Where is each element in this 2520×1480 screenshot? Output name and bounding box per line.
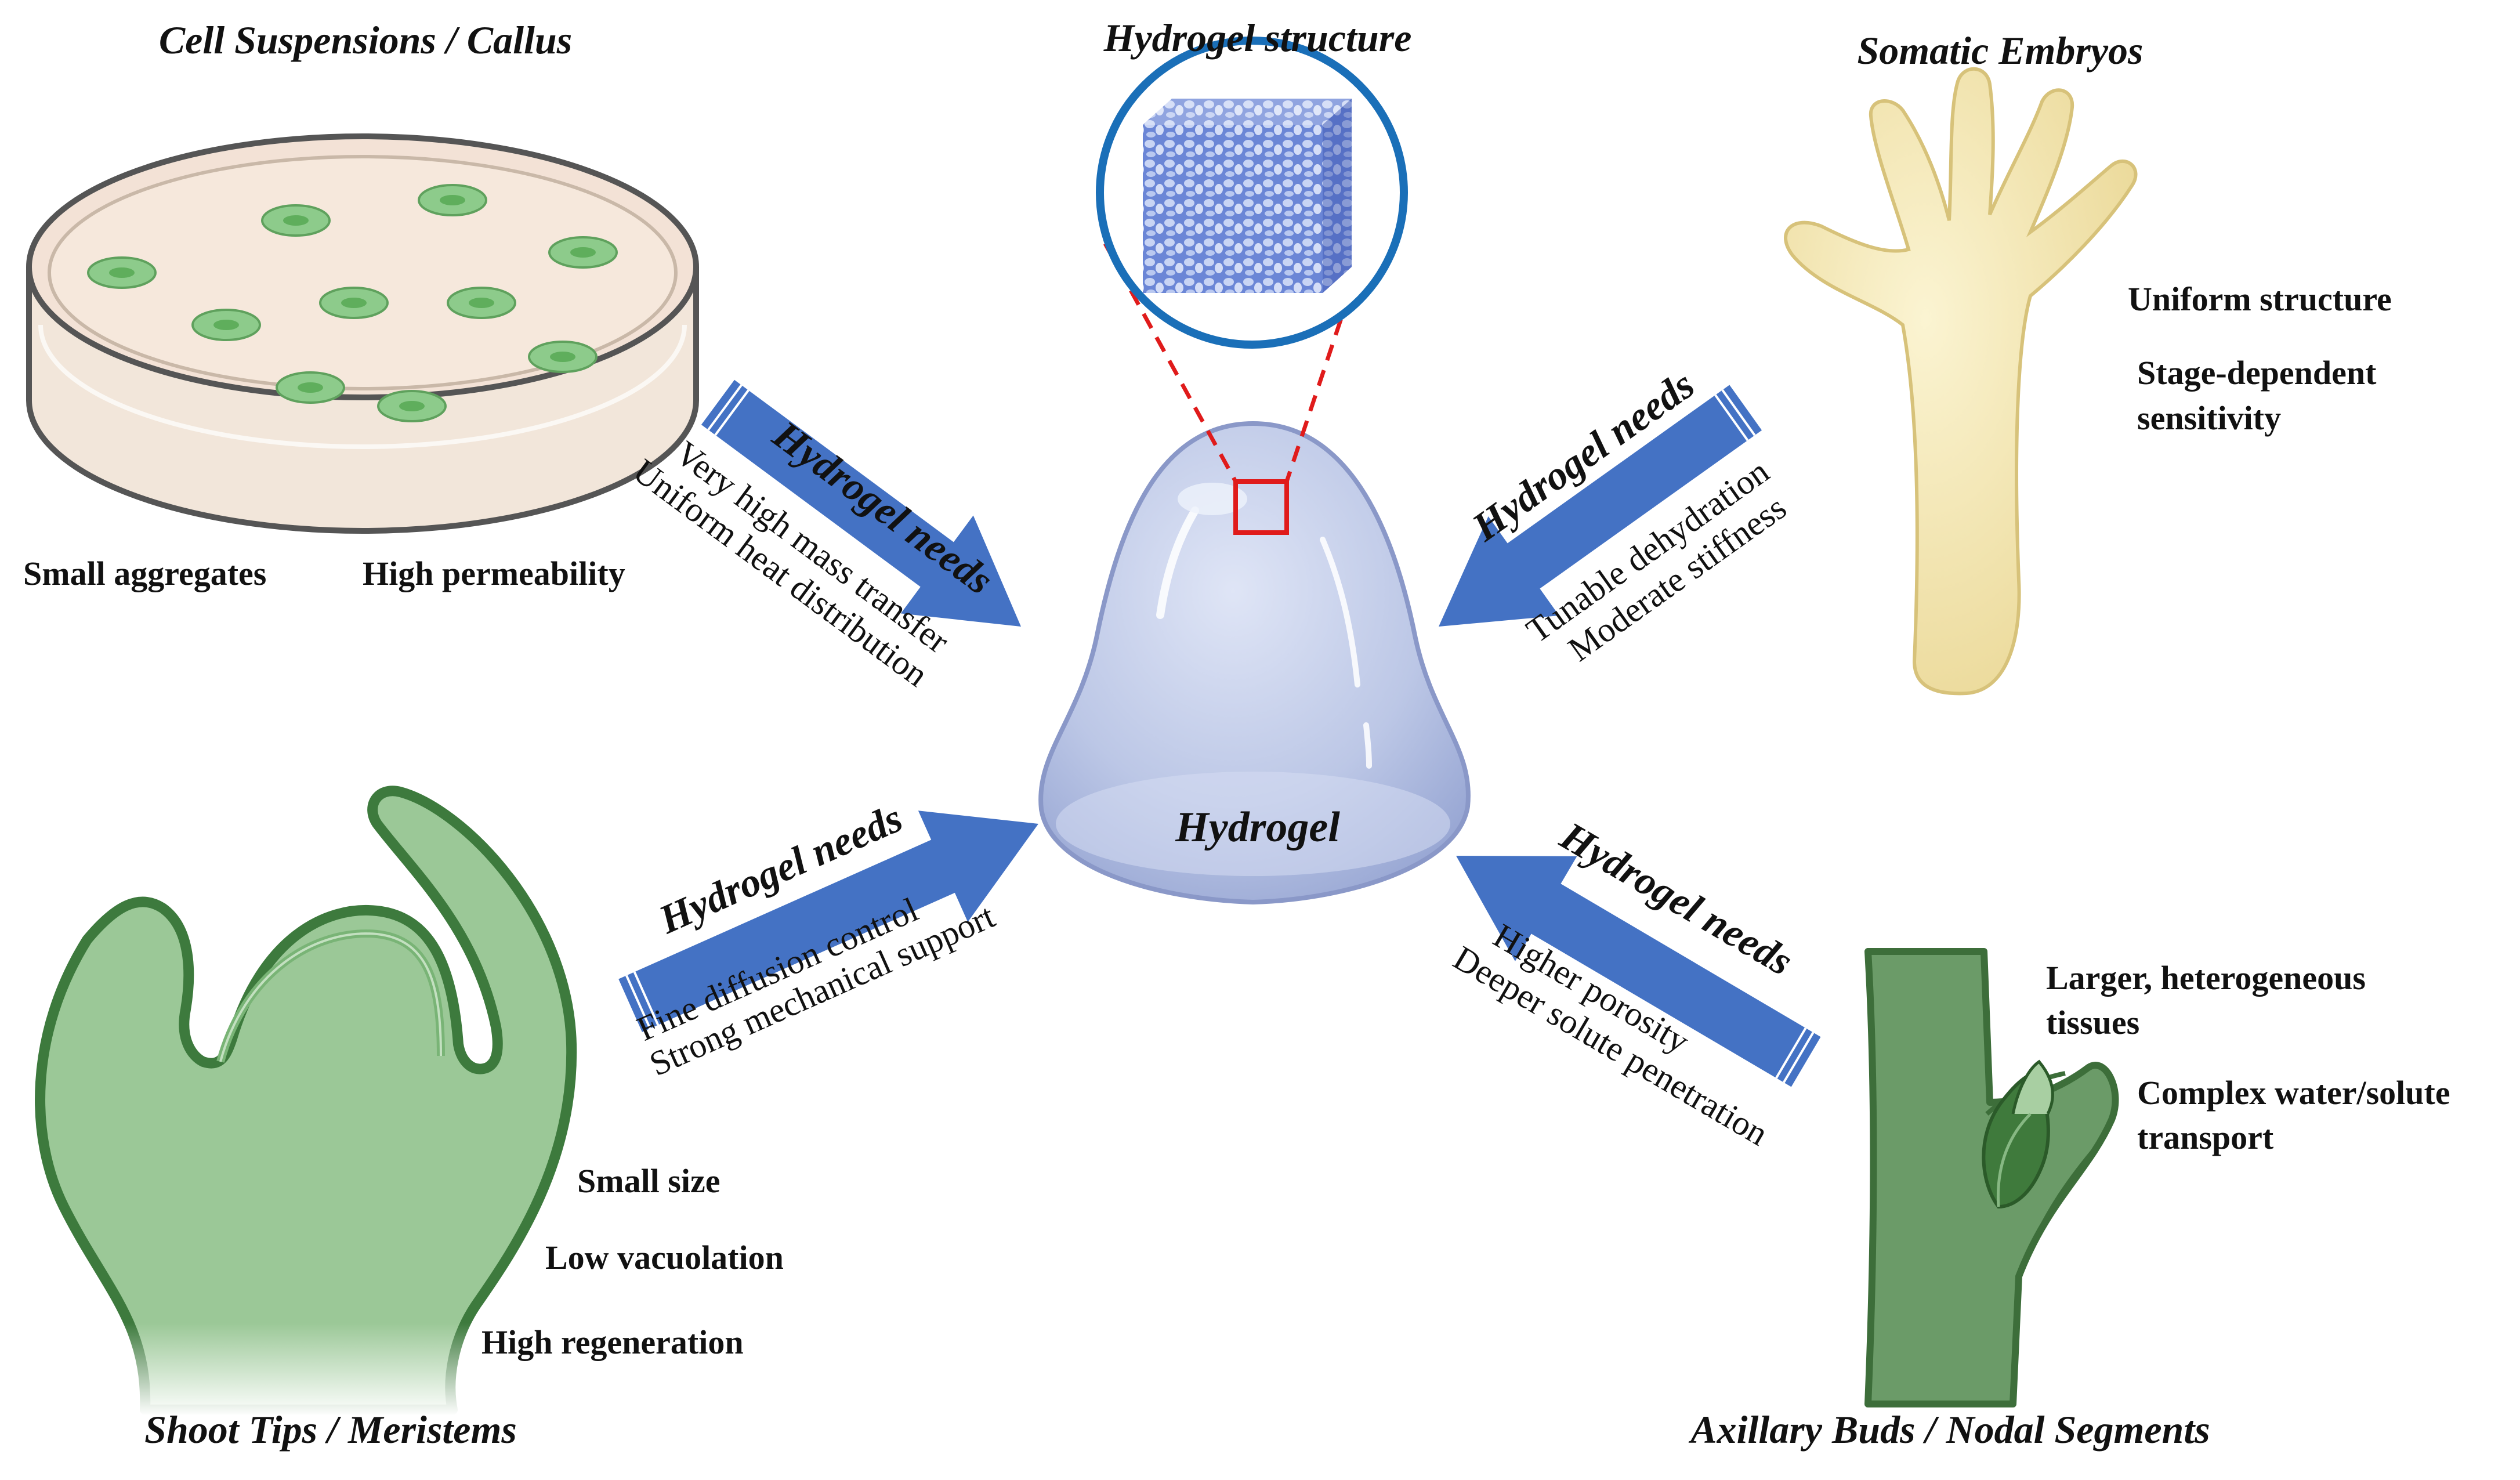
title-cell-suspensions: Cell Suspensions / Callus	[159, 18, 572, 62]
hydrogel-blob	[1038, 421, 1471, 905]
feature-small-aggregates: Small aggregates	[23, 555, 266, 592]
feature-larger-heterogeneous: Larger, heterogeneous	[2046, 959, 2366, 997]
feature-sensitivity: sensitivity	[2137, 399, 2281, 437]
somatic-embryo-illustration	[1784, 67, 2138, 696]
arrow-shoot-tips	[618, 810, 1038, 1032]
title-hydrogel-structure: Hydrogel structure	[1103, 16, 1412, 60]
axillary-bud-illustration	[1864, 948, 2119, 1407]
zoom-box	[1233, 479, 1289, 535]
arrow-somatic-embryos	[1439, 385, 1762, 627]
arrows	[618, 379, 1821, 1087]
feature-transport: transport	[2137, 1119, 2274, 1156]
zoom-connector-left	[1103, 243, 1238, 483]
feature-high-regeneration: High regeneration	[481, 1323, 744, 1361]
feature-tissues: tissues	[2046, 1004, 2139, 1041]
feature-stage-dependent: Stage-dependent	[2137, 354, 2377, 392]
feature-low-vacuolation: Low vacuolation	[545, 1239, 784, 1276]
callus-cells	[87, 184, 618, 422]
feature-complex-transport: Complex water/solute	[2137, 1074, 2450, 1112]
hydrogel-label: Hydrogel	[1175, 804, 1340, 851]
porous-cube	[1143, 99, 1352, 293]
arrow-cell-suspensions	[701, 379, 1021, 627]
hydrogel-structure-magnifier	[1096, 37, 1408, 349]
feature-small-size: Small size	[577, 1162, 720, 1200]
petri-dish-illustration	[26, 133, 699, 534]
feature-high-permeability: High permeability	[363, 555, 625, 592]
shoot-tip-illustration	[35, 786, 577, 1416]
title-shoot-tips: Shoot Tips / Meristems	[144, 1407, 517, 1452]
arrow-axillary-buds	[1456, 856, 1821, 1087]
title-somatic-embryos: Somatic Embryos	[1857, 28, 2143, 73]
feature-uniform-structure: Uniform structure	[2128, 280, 2392, 318]
title-axillary-buds: Axillary Buds / Nodal Segments	[1688, 1407, 2210, 1452]
